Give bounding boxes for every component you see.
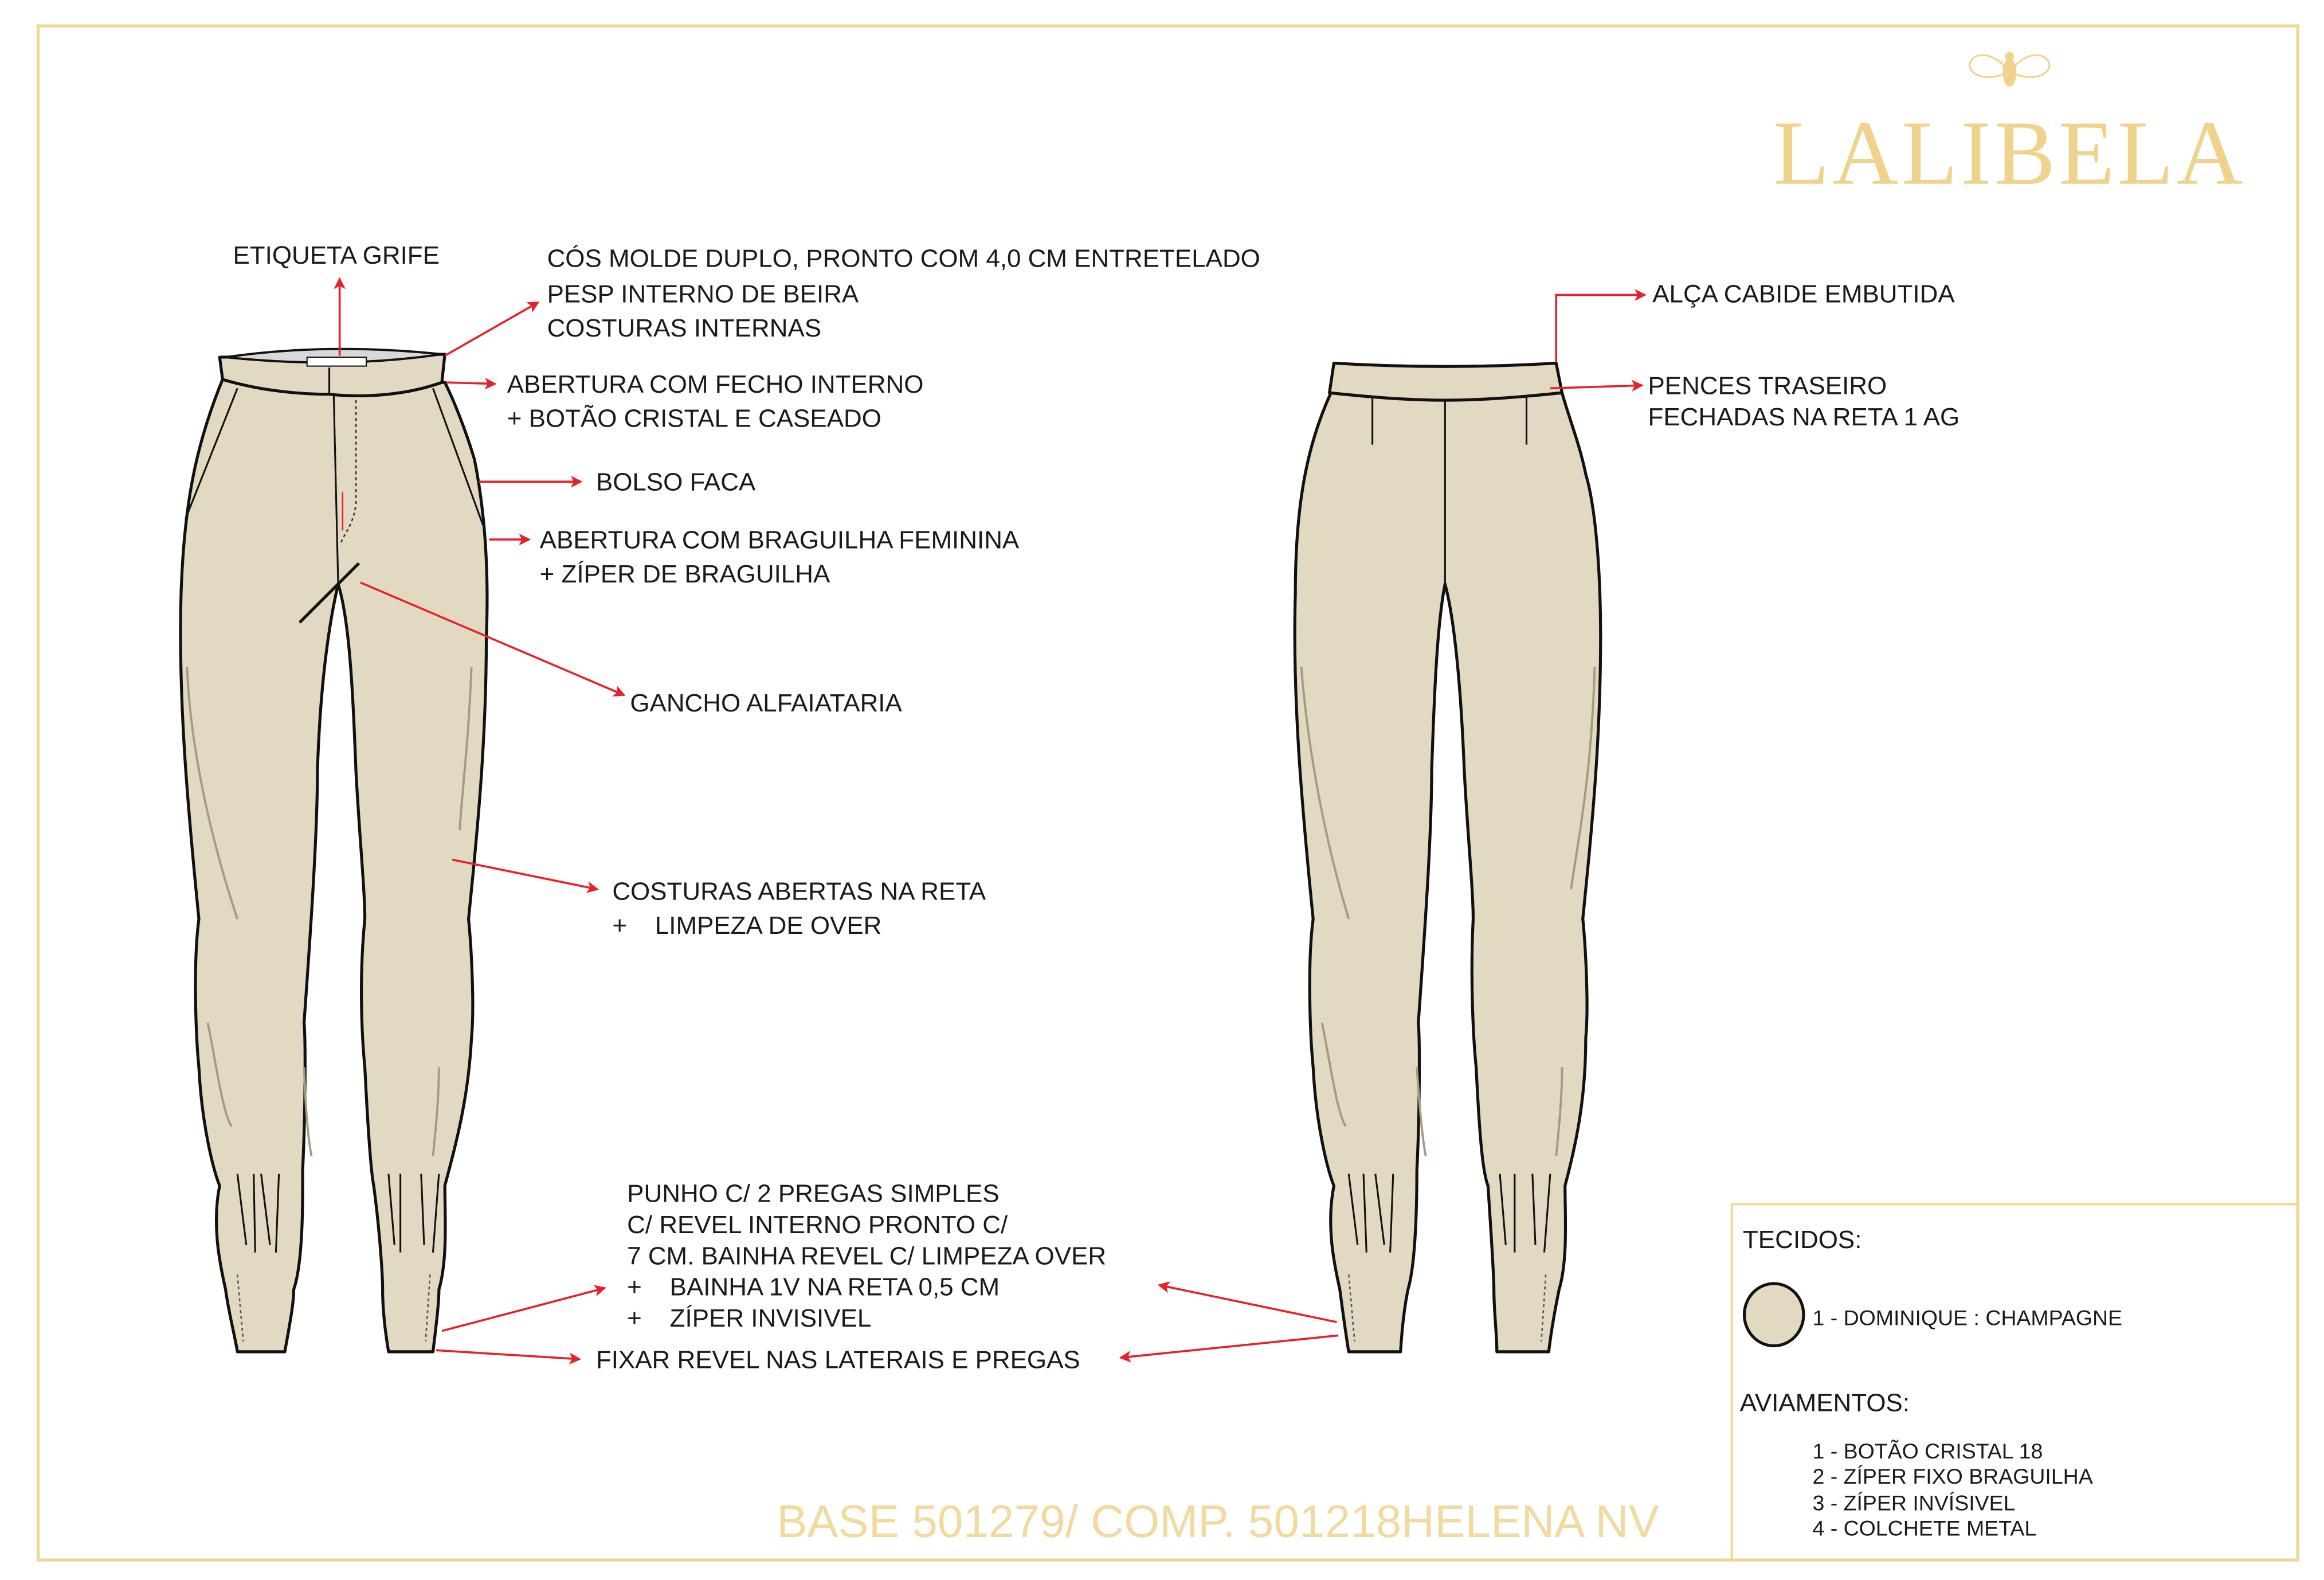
front-pants-drawing bbox=[179, 347, 489, 1354]
materials-panel: TECIDOS: 1 - DOMINIQUE : CHAMPAGNE AVIAM… bbox=[1730, 1203, 2297, 1559]
label-alca-cabide: ALÇA CABIDE EMBUTIDA bbox=[1652, 280, 1955, 308]
fabric-item: 1 - DOMINIQUE : CHAMPAGNE bbox=[1812, 1305, 2122, 1329]
label-cos-line3: COSTURAS INTERNAS bbox=[547, 314, 822, 342]
label-punho-line3: 7 CM. BAINHA REVEL C/ LIMPEZA OVER bbox=[627, 1242, 1106, 1270]
aviamentos-title: AVIAMENTOS: bbox=[1740, 1389, 1910, 1417]
label-punho-line1: PUNHO C/ 2 PREGAS SIMPLES bbox=[627, 1180, 999, 1208]
label-braguilha-line1: ABERTURA COM BRAGUILHA FEMININA bbox=[540, 526, 1020, 554]
label-punho-line5: + ZÍPER INVISIVEL bbox=[627, 1304, 871, 1332]
fabric-swatch bbox=[1742, 1282, 1805, 1348]
annotation-arrows bbox=[334, 277, 1647, 1364]
label-pences-line2: FECHADAS NA RETA 1 AG bbox=[1648, 403, 1960, 431]
label-bolso-faca: BOLSO FACA bbox=[596, 468, 756, 496]
tecidos-title: TECIDOS: bbox=[1743, 1226, 1862, 1254]
label-fixar-revel: FIXAR REVEL NAS LATERAIS E PREGAS bbox=[596, 1346, 1080, 1374]
label-costuras-line1: COSTURAS ABERTAS NA RETA bbox=[612, 877, 986, 905]
label-pences-line1: PENCES TRASEIRO bbox=[1648, 372, 1887, 400]
aviamento-item: 2 - ZÍPER FIXO BRAGUILHA bbox=[1812, 1464, 2092, 1488]
label-costuras-line2: + LIMPEZA DE OVER bbox=[612, 912, 881, 940]
aviamento-item: 4 - COLCHETE METAL bbox=[1812, 1516, 2036, 1540]
label-punho-line4: + BAINHA 1V NA RETA 0,5 CM bbox=[627, 1273, 1000, 1301]
label-cos-line1: CÓS MOLDE DUPLO, PRONTO COM 4,0 CM ENTRE… bbox=[547, 244, 1260, 272]
label-abertura-fecho-line1: ABERTURA COM FECHO INTERNO bbox=[507, 370, 924, 398]
base-reference: BASE 501279/ COMP. 501218HELENA NV bbox=[777, 1495, 1659, 1547]
brand-logo: LALIBELA bbox=[1773, 102, 2246, 204]
page-border bbox=[36, 24, 2299, 1562]
aviamento-item: 1 - BOTÃO CRISTAL 18 bbox=[1812, 1439, 2043, 1463]
bee-icon bbox=[1968, 52, 2051, 87]
back-pants-drawing bbox=[1293, 361, 1602, 1354]
label-etiqueta-grife: ETIQUETA GRIFE bbox=[233, 241, 440, 269]
label-gancho: GANCHO ALFAIATARIA bbox=[630, 689, 902, 717]
aviamento-item: 3 - ZÍPER INVÍSIVEL bbox=[1812, 1491, 2015, 1515]
label-abertura-fecho-line2: + BOTÃO CRISTAL E CASEADO bbox=[507, 404, 881, 433]
label-braguilha-line2: + ZÍPER DE BRAGUILHA bbox=[540, 560, 830, 588]
label-punho-line2: C/ REVEL INTERNO PRONTO C/ bbox=[627, 1211, 1008, 1239]
label-cos-line2: PESP INTERNO DE BEIRA bbox=[547, 280, 859, 308]
